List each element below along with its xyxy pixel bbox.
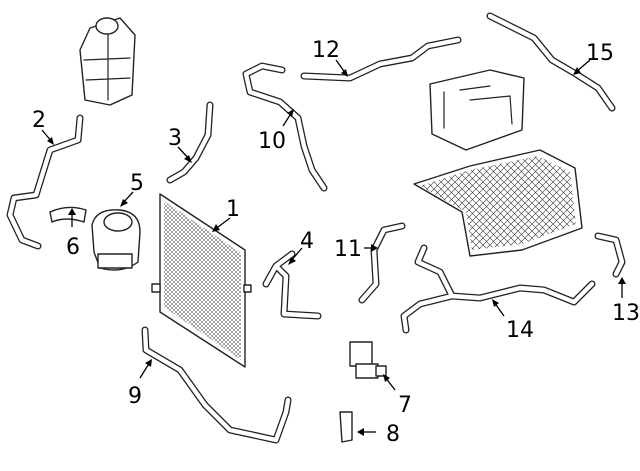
callout-3: 3 (168, 126, 182, 151)
callout-7: 7 (398, 393, 412, 418)
hose-part-10 (242, 62, 328, 192)
pipe-part-15 (486, 12, 616, 112)
hose-part-11 (358, 222, 406, 304)
callout-15: 15 (586, 41, 614, 66)
callout-4: 4 (300, 229, 314, 254)
hose-part-13 (594, 232, 626, 278)
callout-11: 11 (334, 237, 362, 262)
pipe-part-12 (300, 36, 462, 82)
bracket-part-6 (49, 206, 87, 223)
hose-part-3 (166, 101, 214, 184)
callout-14: 14 (506, 318, 534, 343)
callout-8: 8 (386, 422, 400, 447)
valve-part-7 (349, 341, 387, 379)
callout-2: 2 (32, 108, 46, 133)
callout-9: 9 (128, 384, 142, 409)
callout-5: 5 (130, 171, 144, 196)
pipe-part-14 (400, 244, 596, 334)
coolant-reservoir (79, 17, 136, 106)
control-module (429, 69, 525, 151)
bracket-part-8 (339, 411, 353, 443)
callout-10: 10 (258, 129, 286, 154)
hose-part-4 (262, 250, 322, 320)
leader-lines (41, 59, 626, 436)
callout-12: 12 (312, 38, 340, 63)
pipe-part-9 (141, 326, 292, 444)
hose-part-2 (6, 114, 84, 250)
callout-6: 6 (66, 235, 80, 260)
callout-1: 1 (226, 197, 240, 222)
water-pump-part-5 (91, 209, 141, 271)
intake-manifold (413, 149, 583, 257)
callout-13: 13 (612, 301, 640, 326)
radiator-part-1 (151, 193, 252, 368)
